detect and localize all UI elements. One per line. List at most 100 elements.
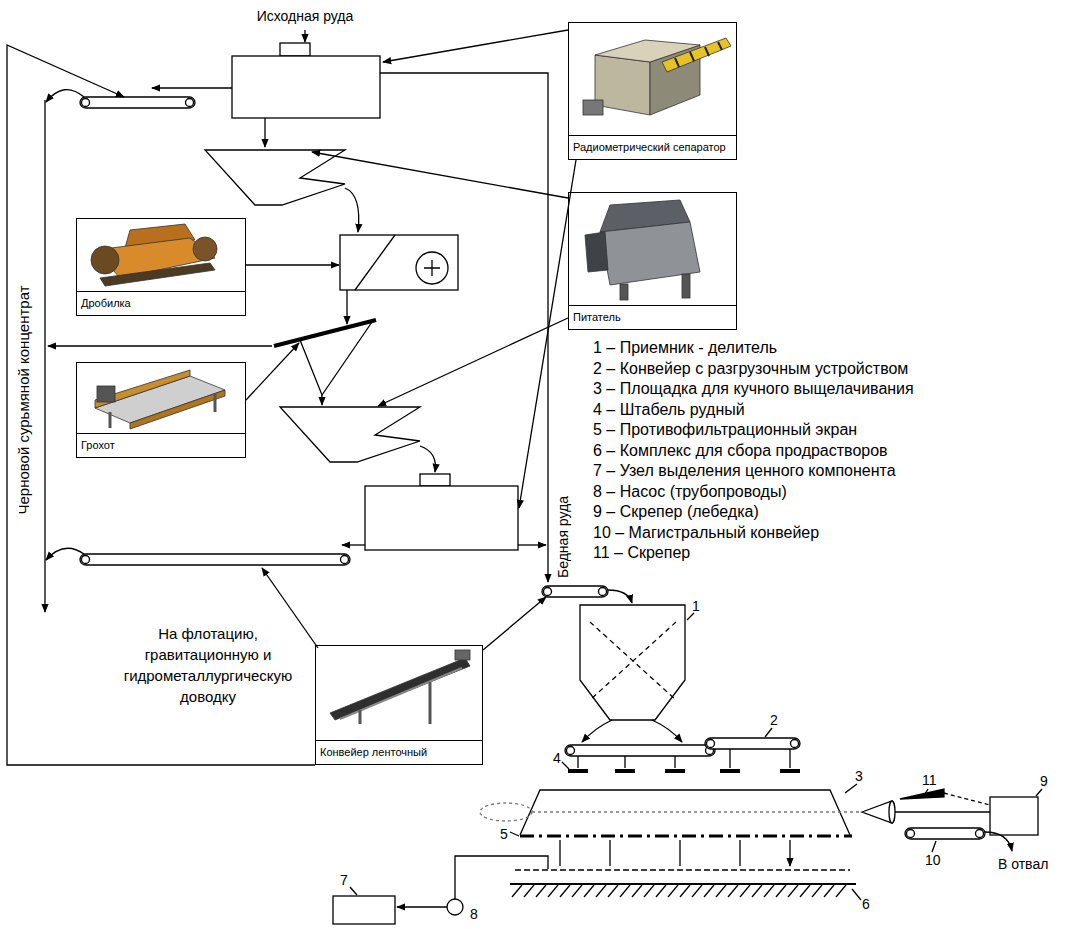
- feeder-picture: [682, 274, 690, 298]
- separator-picture: [583, 100, 603, 115]
- callout-number: 11: [922, 772, 937, 789]
- conveyor-roller: [907, 830, 915, 838]
- equipment-caption: Конвейер ленточный: [316, 740, 482, 764]
- flow-arrow: [652, 720, 682, 742]
- pump-symbol: [447, 899, 463, 915]
- conveyor-roller: [82, 556, 90, 564]
- scraper-rope: [944, 793, 990, 805]
- flow-arrow: [46, 90, 84, 102]
- key-entry: 10 – Магистральный конвейер: [593, 523, 819, 542]
- photo-area: [316, 646, 482, 740]
- flow-arrow: [420, 446, 435, 472]
- flow-label: В отвал: [998, 856, 1048, 873]
- screen-deck: [274, 320, 376, 346]
- flow-label: Бедная руда: [555, 496, 572, 578]
- leader-line: [510, 832, 519, 836]
- conveyor-roller: [341, 556, 349, 564]
- key-entry: 6 – Комплекс для сбора продрастворов: [593, 441, 888, 460]
- equipment-card: Грохот: [76, 362, 246, 458]
- key-entry: 1 – Приемник - делитель: [593, 338, 777, 357]
- equipment-card: Конвейер ленточный: [315, 645, 483, 765]
- equipment-card: Дробилка: [76, 218, 246, 316]
- key-entry: 3 – Площадка для кучного выщелачивания: [593, 379, 914, 398]
- flow-arrow: [304, 30, 305, 42]
- photo-area: [569, 23, 736, 135]
- equipment-caption: Дробилка: [77, 291, 245, 315]
- scraper-wedge: [900, 789, 944, 799]
- pointer-arrow: [383, 30, 568, 62]
- flow-arrow: [608, 590, 632, 603]
- callout-number: 8: [470, 906, 478, 923]
- key-entry: 11 – Скрепер: [593, 543, 690, 562]
- screen-picture: [97, 386, 115, 402]
- pointer-arrow: [246, 343, 299, 400]
- equipment-card: Радиометрический сепаратор: [568, 22, 737, 160]
- conveyor-roller: [976, 830, 984, 838]
- callout-number: 3: [855, 768, 863, 785]
- flow-arrow: [518, 544, 546, 545]
- separator-picture: [675, 42, 722, 67]
- pipeline: [397, 906, 447, 907]
- conveyor-symbol: [565, 745, 715, 756]
- screen-picture: [110, 394, 215, 428]
- callout-number: 10: [925, 852, 941, 869]
- conveyor-roller: [791, 740, 799, 748]
- scraper-path: [532, 811, 862, 812]
- leader-line: [350, 887, 357, 895]
- conveyor-roller: [707, 740, 715, 748]
- separator-box: [232, 56, 380, 118]
- collector-base: [515, 869, 850, 870]
- flow-arrow: [46, 548, 84, 560]
- crusher-rotor: [424, 260, 440, 276]
- flow-arrow: [321, 395, 322, 405]
- photo-area: [77, 363, 245, 433]
- conveyor-symbol: [542, 586, 608, 597]
- callout-number: 7: [340, 872, 348, 889]
- feeder-symbol: [280, 407, 420, 462]
- callout-number: 9: [1040, 773, 1048, 790]
- separator-inlet: [280, 43, 310, 56]
- conveyor-roller: [186, 99, 194, 107]
- conveyor-roller: [544, 588, 552, 596]
- conveyor-symbol: [705, 738, 800, 749]
- ground-hatch: [512, 885, 846, 897]
- flow-label: Исходная руда: [240, 8, 370, 25]
- feeder-picture: [585, 232, 608, 272]
- ore-stack: [568, 769, 800, 773]
- callout-number: 5: [500, 826, 508, 843]
- equipment-caption: Радиометрический сепаратор: [569, 135, 736, 159]
- photo-area: [77, 219, 245, 291]
- conveyor-roller: [82, 99, 90, 107]
- callout-number: 6: [862, 896, 870, 913]
- leader-line: [1036, 789, 1042, 796]
- feeder-symbol: [205, 150, 345, 205]
- conveyor-picture: [330, 658, 470, 720]
- crusher-picture: [193, 237, 217, 261]
- pointer-arrow: [262, 568, 318, 648]
- pointer-arrow: [312, 152, 568, 198]
- liner-screen: [520, 835, 852, 838]
- conveyor-symbol: [905, 828, 985, 839]
- flow-arrow: [346, 290, 347, 324]
- equipment-caption: Грохот: [77, 433, 245, 457]
- conveyor-picture: [360, 682, 430, 724]
- winch-box: [990, 797, 1038, 835]
- screen-funnel: [300, 322, 372, 395]
- concentrate-line: [44, 100, 45, 612]
- conveyor-picture: [340, 668, 462, 719]
- flow-arrow: [985, 832, 1012, 851]
- collector-base: [510, 883, 856, 885]
- equipment-card: Питатель: [568, 192, 737, 330]
- flow-arrow: [264, 118, 265, 147]
- conveyor-symbol: [80, 554, 350, 565]
- separator-picture: [662, 38, 731, 72]
- flow-arrow: [582, 720, 612, 742]
- key-entry: 5 – Противофильтрационный экран: [593, 420, 857, 439]
- flow-arrow: [345, 188, 359, 232]
- flow-arrow: [48, 345, 272, 346]
- key-entry: 9 – Скрепер (лебедка): [593, 502, 759, 521]
- key-entry: 2 – Конвейер с разгрузочным устройством: [593, 359, 908, 378]
- pointer-arrow: [246, 264, 339, 265]
- divider-cross: [590, 622, 676, 700]
